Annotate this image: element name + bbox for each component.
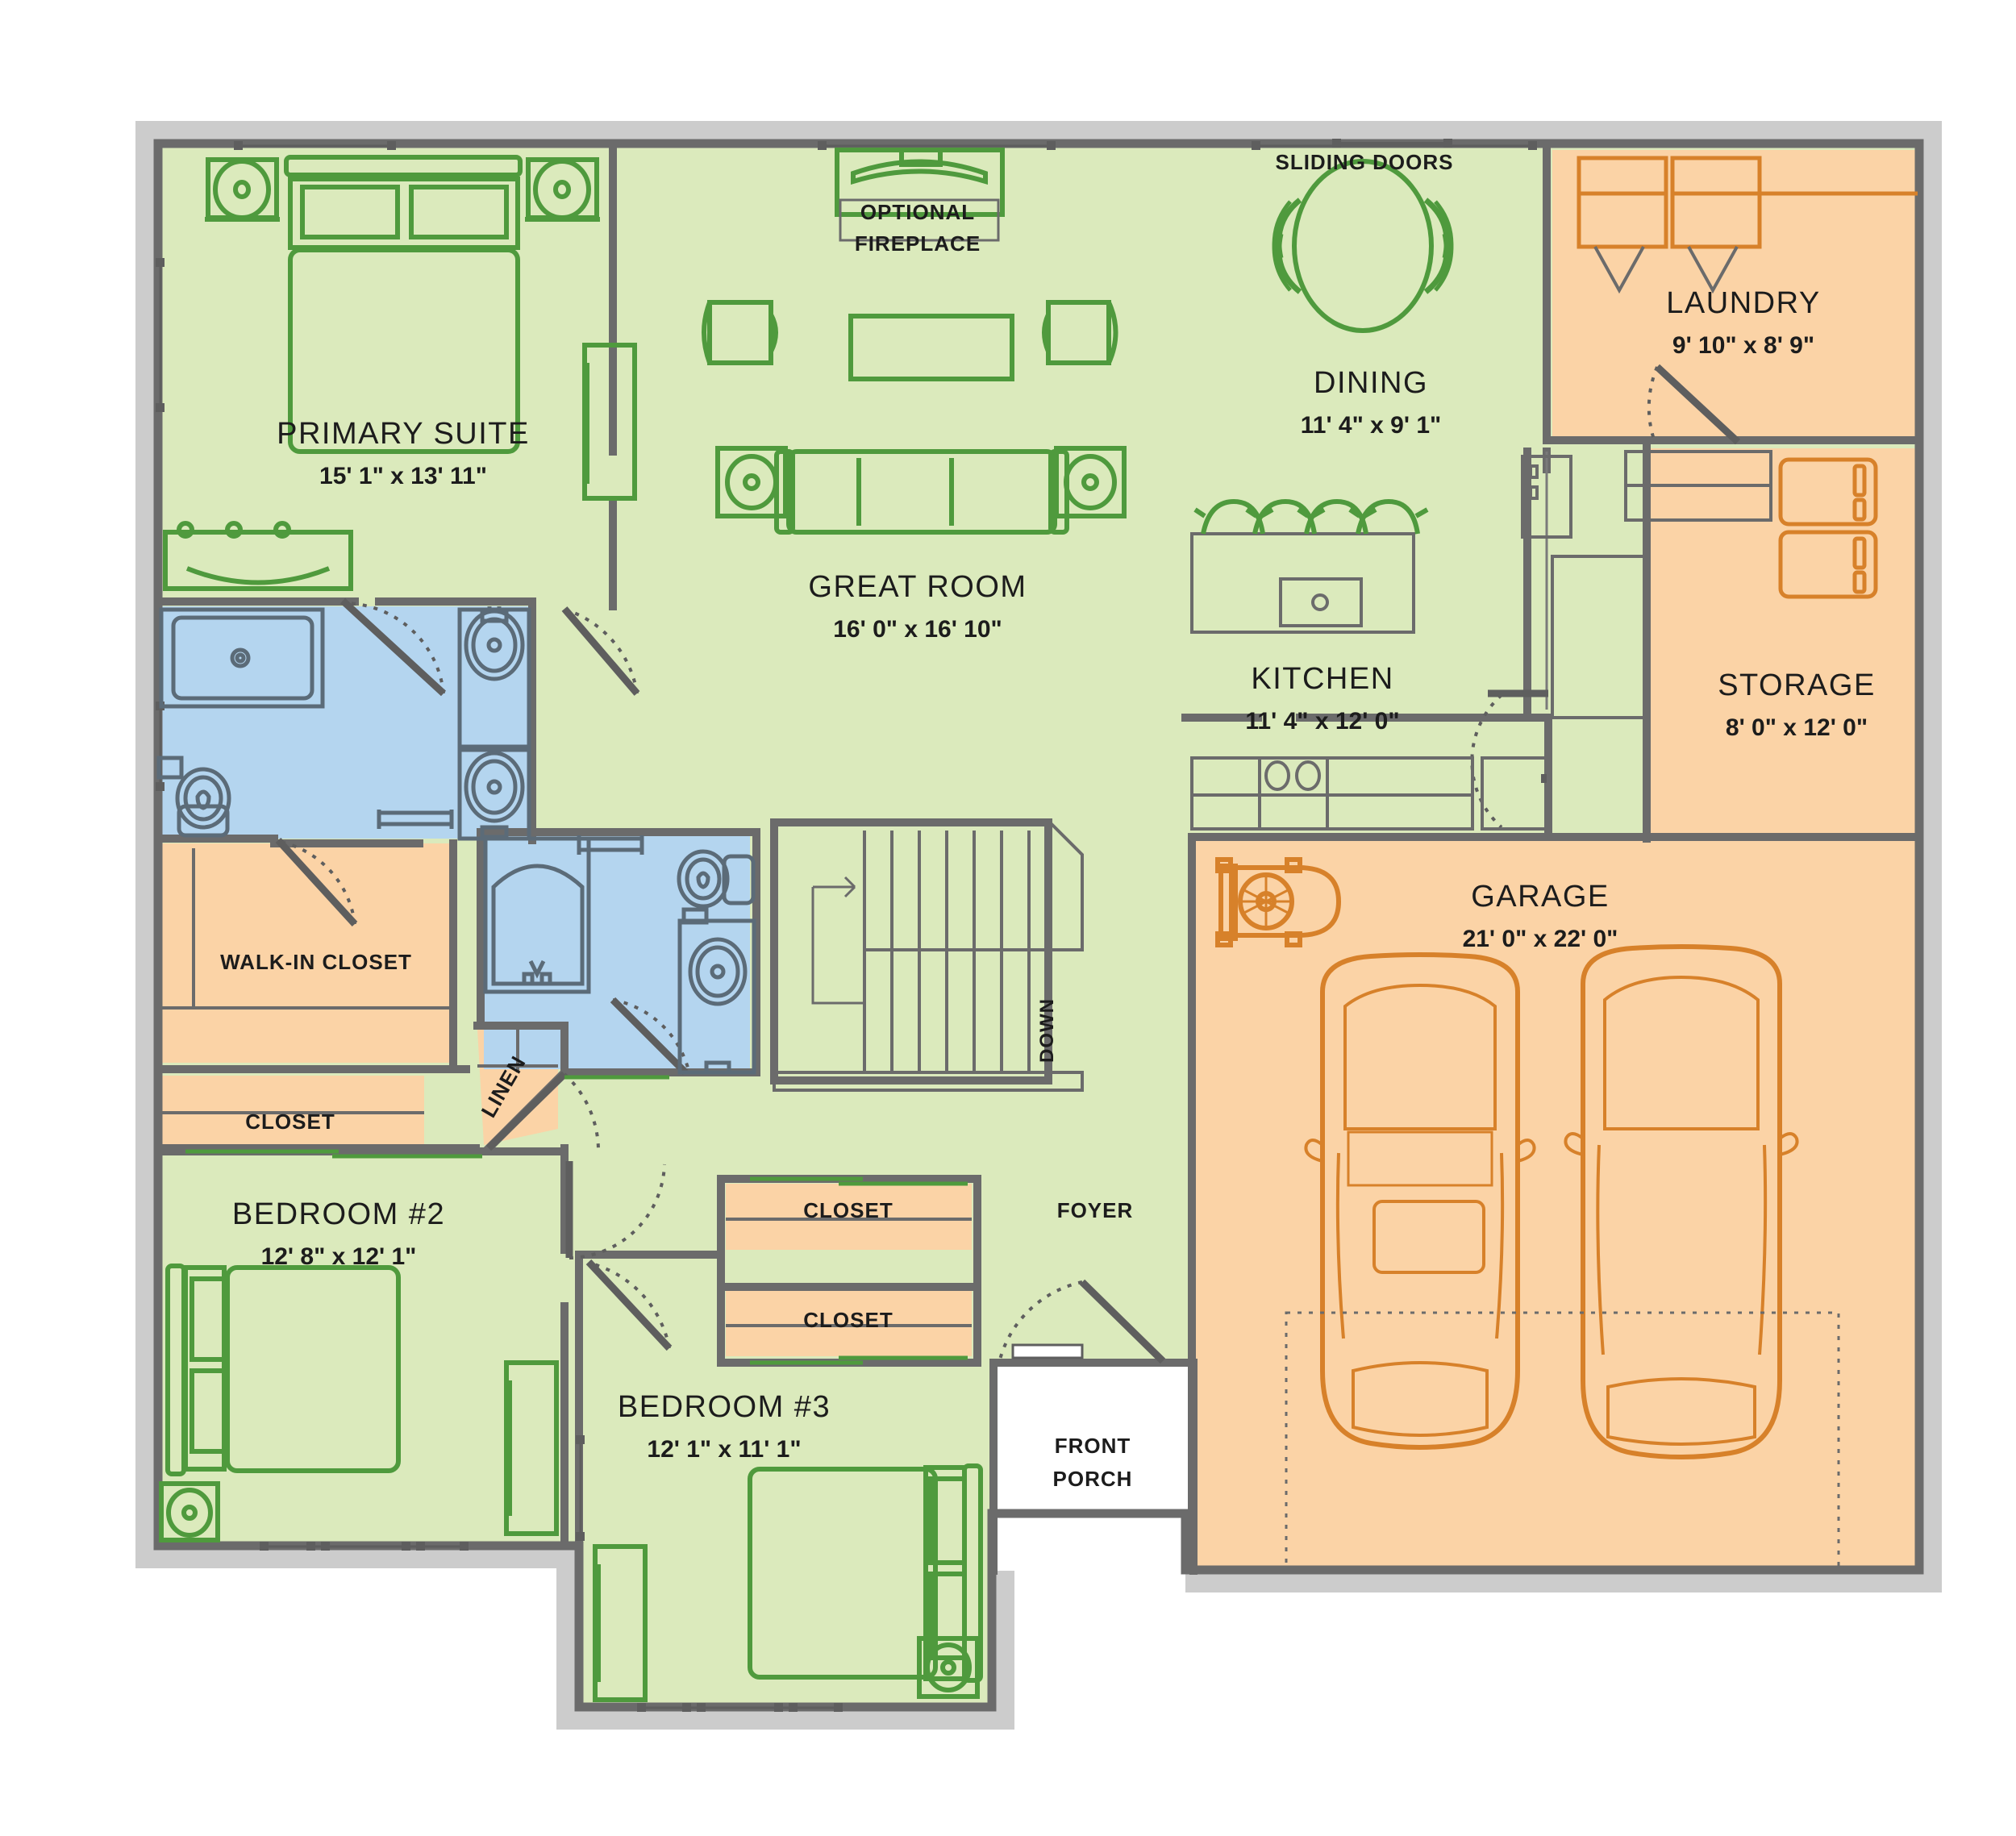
label-front-porch-line2: PORCH	[1053, 1467, 1133, 1491]
room-dim-garage: 21' 0" x 22' 0"	[1463, 926, 1618, 952]
window-markers	[156, 139, 1550, 1712]
closet-shelf-lines	[158, 848, 972, 1327]
room-floor-fills	[158, 144, 1919, 1707]
room-label-great-room: GREAT ROOM	[808, 570, 1027, 604]
storage-appliances	[1778, 457, 1878, 599]
storage-fixtures	[1624, 450, 1772, 522]
room-dim-primary-suite: 15' 1" x 13' 11"	[319, 463, 487, 489]
bath2-fixtures	[483, 835, 756, 1075]
kitchen-fixtures	[1190, 455, 1649, 831]
room-label-garage: GARAGE	[1471, 880, 1610, 914]
room-dim-bedroom-3: 12' 1" x 11' 1"	[647, 1436, 801, 1463]
label-foyer: FOYER	[1057, 1198, 1134, 1222]
room-label-primary-suite: PRIMARY SUITE	[277, 417, 530, 451]
room-label-bedroom-3: BEDROOM #3	[618, 1390, 831, 1424]
label-walk-in-closet: WALK-IN CLOSET	[220, 950, 412, 974]
garage-fill	[1192, 837, 1919, 1570]
walkin-closet-fill	[158, 843, 453, 1063]
room-dim-laundry: 9' 10" x 8' 9"	[1672, 332, 1814, 359]
room-label-laundry: LAUNDRY	[1666, 286, 1820, 320]
room-labels: PRIMARY SUITE 15' 1" x 13' 11" GREAT ROO…	[232, 286, 1876, 1463]
laundry-fixtures	[1577, 156, 1918, 294]
laundry-fill	[1552, 150, 1919, 440]
room-label-storage: STORAGE	[1718, 668, 1876, 702]
door-bedroom2	[565, 1161, 666, 1259]
primary-suite-furniture	[163, 155, 637, 591]
door-bedroom3	[585, 1259, 673, 1351]
bedroom2-furniture	[159, 1264, 559, 1542]
kitchen-bar-stools	[1193, 498, 1429, 535]
staircase	[773, 819, 1084, 1092]
door-front-entry	[998, 1279, 1166, 1364]
door-primary-greatroom	[561, 606, 640, 696]
label-front-porch-line1: FRONT	[1055, 1434, 1131, 1458]
door-bath2	[610, 997, 691, 1076]
great-room-furniture	[702, 148, 1127, 535]
dining-furniture	[1272, 159, 1454, 333]
label-closet-bedroom3-lower: CLOSET	[803, 1308, 893, 1332]
door-linen	[485, 1071, 601, 1154]
room-label-dining: DINING	[1314, 366, 1428, 400]
room-dim-kitchen: 11' 4" x 12' 0"	[1245, 708, 1399, 735]
room-dim-storage: 8' 0" x 12' 0"	[1726, 714, 1868, 741]
label-closet-primary: CLOSET	[245, 1110, 335, 1134]
door-bath-closet	[275, 837, 358, 927]
door-laundry	[1647, 364, 1741, 445]
primary-bath-fill	[158, 606, 532, 839]
garage-contents	[1215, 857, 1799, 1459]
label-closet-bedroom3-upper: CLOSET	[803, 1198, 893, 1222]
annotation-labels: OPTIONAL FIREPLACE SLIDING DOORS WALK-IN…	[220, 150, 1453, 1491]
closet-door-tracks	[185, 1075, 968, 1365]
bedroom3-furniture	[593, 1463, 983, 1702]
front-porch-fill	[993, 1363, 1193, 1571]
door-kitchen-storage	[1470, 689, 1548, 829]
closet-b3a-fill	[726, 1184, 972, 1250]
room-label-kitchen: KITCHEN	[1251, 662, 1393, 696]
bath2-fill	[484, 835, 750, 1069]
door-primary-bath	[339, 597, 447, 697]
closet-b3b-fill	[726, 1290, 972, 1356]
door-swings	[275, 364, 1741, 1364]
garage-door-outline	[1285, 1311, 1840, 1570]
label-optional: OPTIONAL	[860, 200, 975, 224]
room-label-bedroom-2: BEDROOM #2	[232, 1197, 445, 1231]
room-dim-great-room: 16' 0" x 16' 10"	[833, 616, 1002, 643]
room-dim-bedroom-2: 12' 8" x 12' 1"	[261, 1243, 417, 1270]
room-dim-dining: 11' 4" x 9' 1"	[1301, 412, 1442, 439]
label-down: DOWN	[1036, 998, 1058, 1063]
label-fireplace: FIREPLACE	[855, 231, 981, 256]
label-sliding-doors: SLIDING DOORS	[1275, 150, 1453, 174]
